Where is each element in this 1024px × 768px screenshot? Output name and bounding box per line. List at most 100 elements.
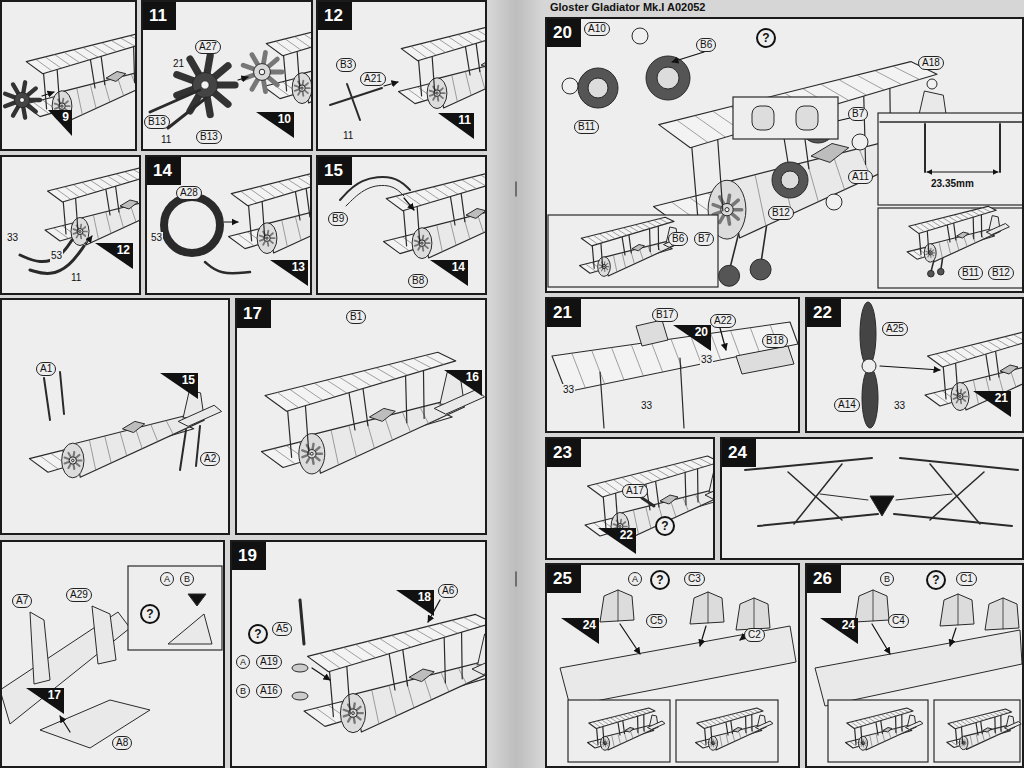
small-part <box>292 692 308 700</box>
option-letter: A <box>628 572 642 586</box>
cockpit-opening <box>625 728 634 733</box>
previous-step-marker: 17 <box>26 688 64 714</box>
leader-arrow <box>720 328 726 350</box>
inset-frame <box>828 700 928 762</box>
marker-triangle <box>561 618 599 644</box>
cockpit-opening <box>957 232 969 238</box>
panel-ground <box>141 0 313 151</box>
wing-rib <box>682 462 695 469</box>
wing-rib <box>945 352 960 362</box>
wing-rib <box>851 722 858 727</box>
paint-code: 33 <box>562 384 575 396</box>
fuselage-panel-line <box>424 677 432 700</box>
wing-rib <box>597 721 604 726</box>
engine-cowling <box>292 73 312 104</box>
wing-rib <box>931 221 940 227</box>
wing-rib <box>290 389 311 404</box>
wing-rib <box>640 710 646 713</box>
previous-step-marker: 14 <box>430 260 468 286</box>
previous-step-marker: 11 <box>438 113 474 139</box>
cockpit-opening <box>1000 365 1018 374</box>
wing-rib <box>260 187 276 198</box>
wing-rib <box>936 354 951 365</box>
cockpit-opening <box>983 728 992 732</box>
wing-rib <box>462 180 477 189</box>
previous-step-marker: 21 <box>973 391 1011 417</box>
part-number: B9 <box>328 212 348 226</box>
step-number: 11 <box>143 2 176 30</box>
fuselage <box>81 193 141 245</box>
cockpit-opening <box>660 495 678 504</box>
strut-line <box>680 358 684 428</box>
wing-rib <box>960 720 967 725</box>
wing-rib <box>36 59 52 71</box>
marker-triangle <box>430 260 468 286</box>
wing-rib <box>288 179 303 189</box>
wing-rib <box>416 629 435 640</box>
wing-rib <box>458 34 473 44</box>
part-number: A8 <box>112 736 132 750</box>
leader-arrow <box>312 668 330 680</box>
marker-triangle <box>444 370 482 396</box>
radial-engine <box>260 231 275 246</box>
engine-hub <box>959 396 961 398</box>
wing-rib <box>339 377 359 390</box>
wing-rib <box>632 712 639 716</box>
panel-ground <box>545 17 1024 293</box>
engine-cowling <box>601 736 610 750</box>
wing-rib <box>979 343 993 352</box>
wing-rib <box>269 184 285 195</box>
marker-triangle <box>256 112 294 138</box>
engine-cowling <box>340 694 365 733</box>
step-number: 17 <box>237 300 271 328</box>
part-number: B11 <box>574 120 599 134</box>
wing-rib <box>364 371 384 383</box>
marker-triangle <box>48 110 72 136</box>
cockpit-opening <box>632 245 645 251</box>
wheel-view <box>752 106 774 130</box>
part-number: A25 <box>882 322 908 336</box>
wing-rib <box>1001 710 1007 713</box>
option-letter: B <box>180 572 194 586</box>
cockpit-opening <box>120 200 138 209</box>
engine-cowling <box>71 218 89 246</box>
part-number: C3 <box>684 572 705 586</box>
panel-illustration <box>0 566 222 748</box>
fuselage <box>63 64 137 121</box>
part-number: C2 <box>744 628 765 642</box>
wing-rib <box>599 234 609 241</box>
part-number: A14 <box>834 398 860 412</box>
radial-engine <box>430 86 445 101</box>
tailplane <box>434 390 484 414</box>
step-number: 25 <box>547 565 581 593</box>
part-number: B7 <box>848 107 868 121</box>
wing-rib <box>937 219 946 225</box>
wing-rib <box>612 348 625 381</box>
previous-step-number: 20 <box>695 326 708 339</box>
part-number: A2 <box>200 452 220 466</box>
help-symbol: ? <box>926 570 946 590</box>
radial-engine <box>860 740 867 747</box>
interplane-strut <box>972 214 974 238</box>
engine-cylinder <box>190 59 200 76</box>
aircraft-drawing <box>947 709 1021 750</box>
tyre <box>578 68 618 108</box>
cockpit-opening <box>733 728 742 733</box>
wing-rib <box>641 223 650 228</box>
marker-triangle <box>160 373 198 399</box>
wing-outline <box>308 614 488 671</box>
aircraft-drawing <box>261 352 484 474</box>
wing-rib <box>971 211 980 216</box>
wing-rib <box>65 187 80 197</box>
rigging-wire <box>794 464 842 524</box>
cockpit-opening <box>466 209 486 219</box>
help-symbol: ? <box>140 604 160 624</box>
marker-triangle <box>598 528 636 554</box>
aircraft-drawing <box>384 166 488 259</box>
wing-rib <box>722 717 729 721</box>
panel-illustration <box>548 28 1024 288</box>
wing-rib <box>868 718 875 723</box>
wing-rib <box>644 709 650 712</box>
wing-rib <box>952 722 959 727</box>
wing-rib <box>82 182 96 192</box>
